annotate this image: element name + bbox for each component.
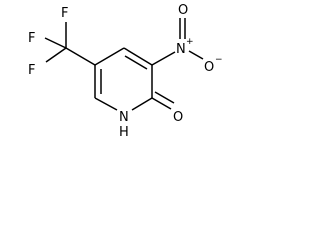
atom-f2: F (28, 31, 35, 46)
bond-n1-c6 (94, 97, 118, 111)
bond-c3-nnitro (151, 51, 176, 66)
bond-c2-ocarbonyl-double (154, 91, 175, 104)
atom-o-carbonyl: O (173, 110, 183, 125)
bond-c4-c3-inner (124, 55, 148, 70)
bond-cf3-f2 (44, 37, 67, 49)
bond-c5-cf3 (65, 47, 96, 66)
bond-c2-n1 (131, 97, 153, 111)
atom-f1: F (61, 6, 68, 21)
bond-c2-ocarbonyl (151, 97, 172, 110)
atom-h-ring: H (119, 125, 129, 140)
bond-nnitro-oright (188, 50, 204, 60)
bond-cf3-f3 (45, 47, 67, 63)
atom-o-nitro-top: O (178, 3, 188, 18)
structure-diagram: F F F N + O O − N H O (28, 3, 223, 140)
atom-n-nitro: N (176, 42, 186, 57)
atom-f3: F (28, 63, 35, 78)
bond-c5-c4 (94, 47, 125, 66)
atom-o-nitro-right: O (204, 60, 214, 75)
charge-o-nitro-right: − (215, 55, 223, 65)
atom-n-ring: N (119, 110, 129, 125)
charge-n-nitro: + (186, 37, 194, 47)
bond-c4-c3 (123, 47, 153, 66)
